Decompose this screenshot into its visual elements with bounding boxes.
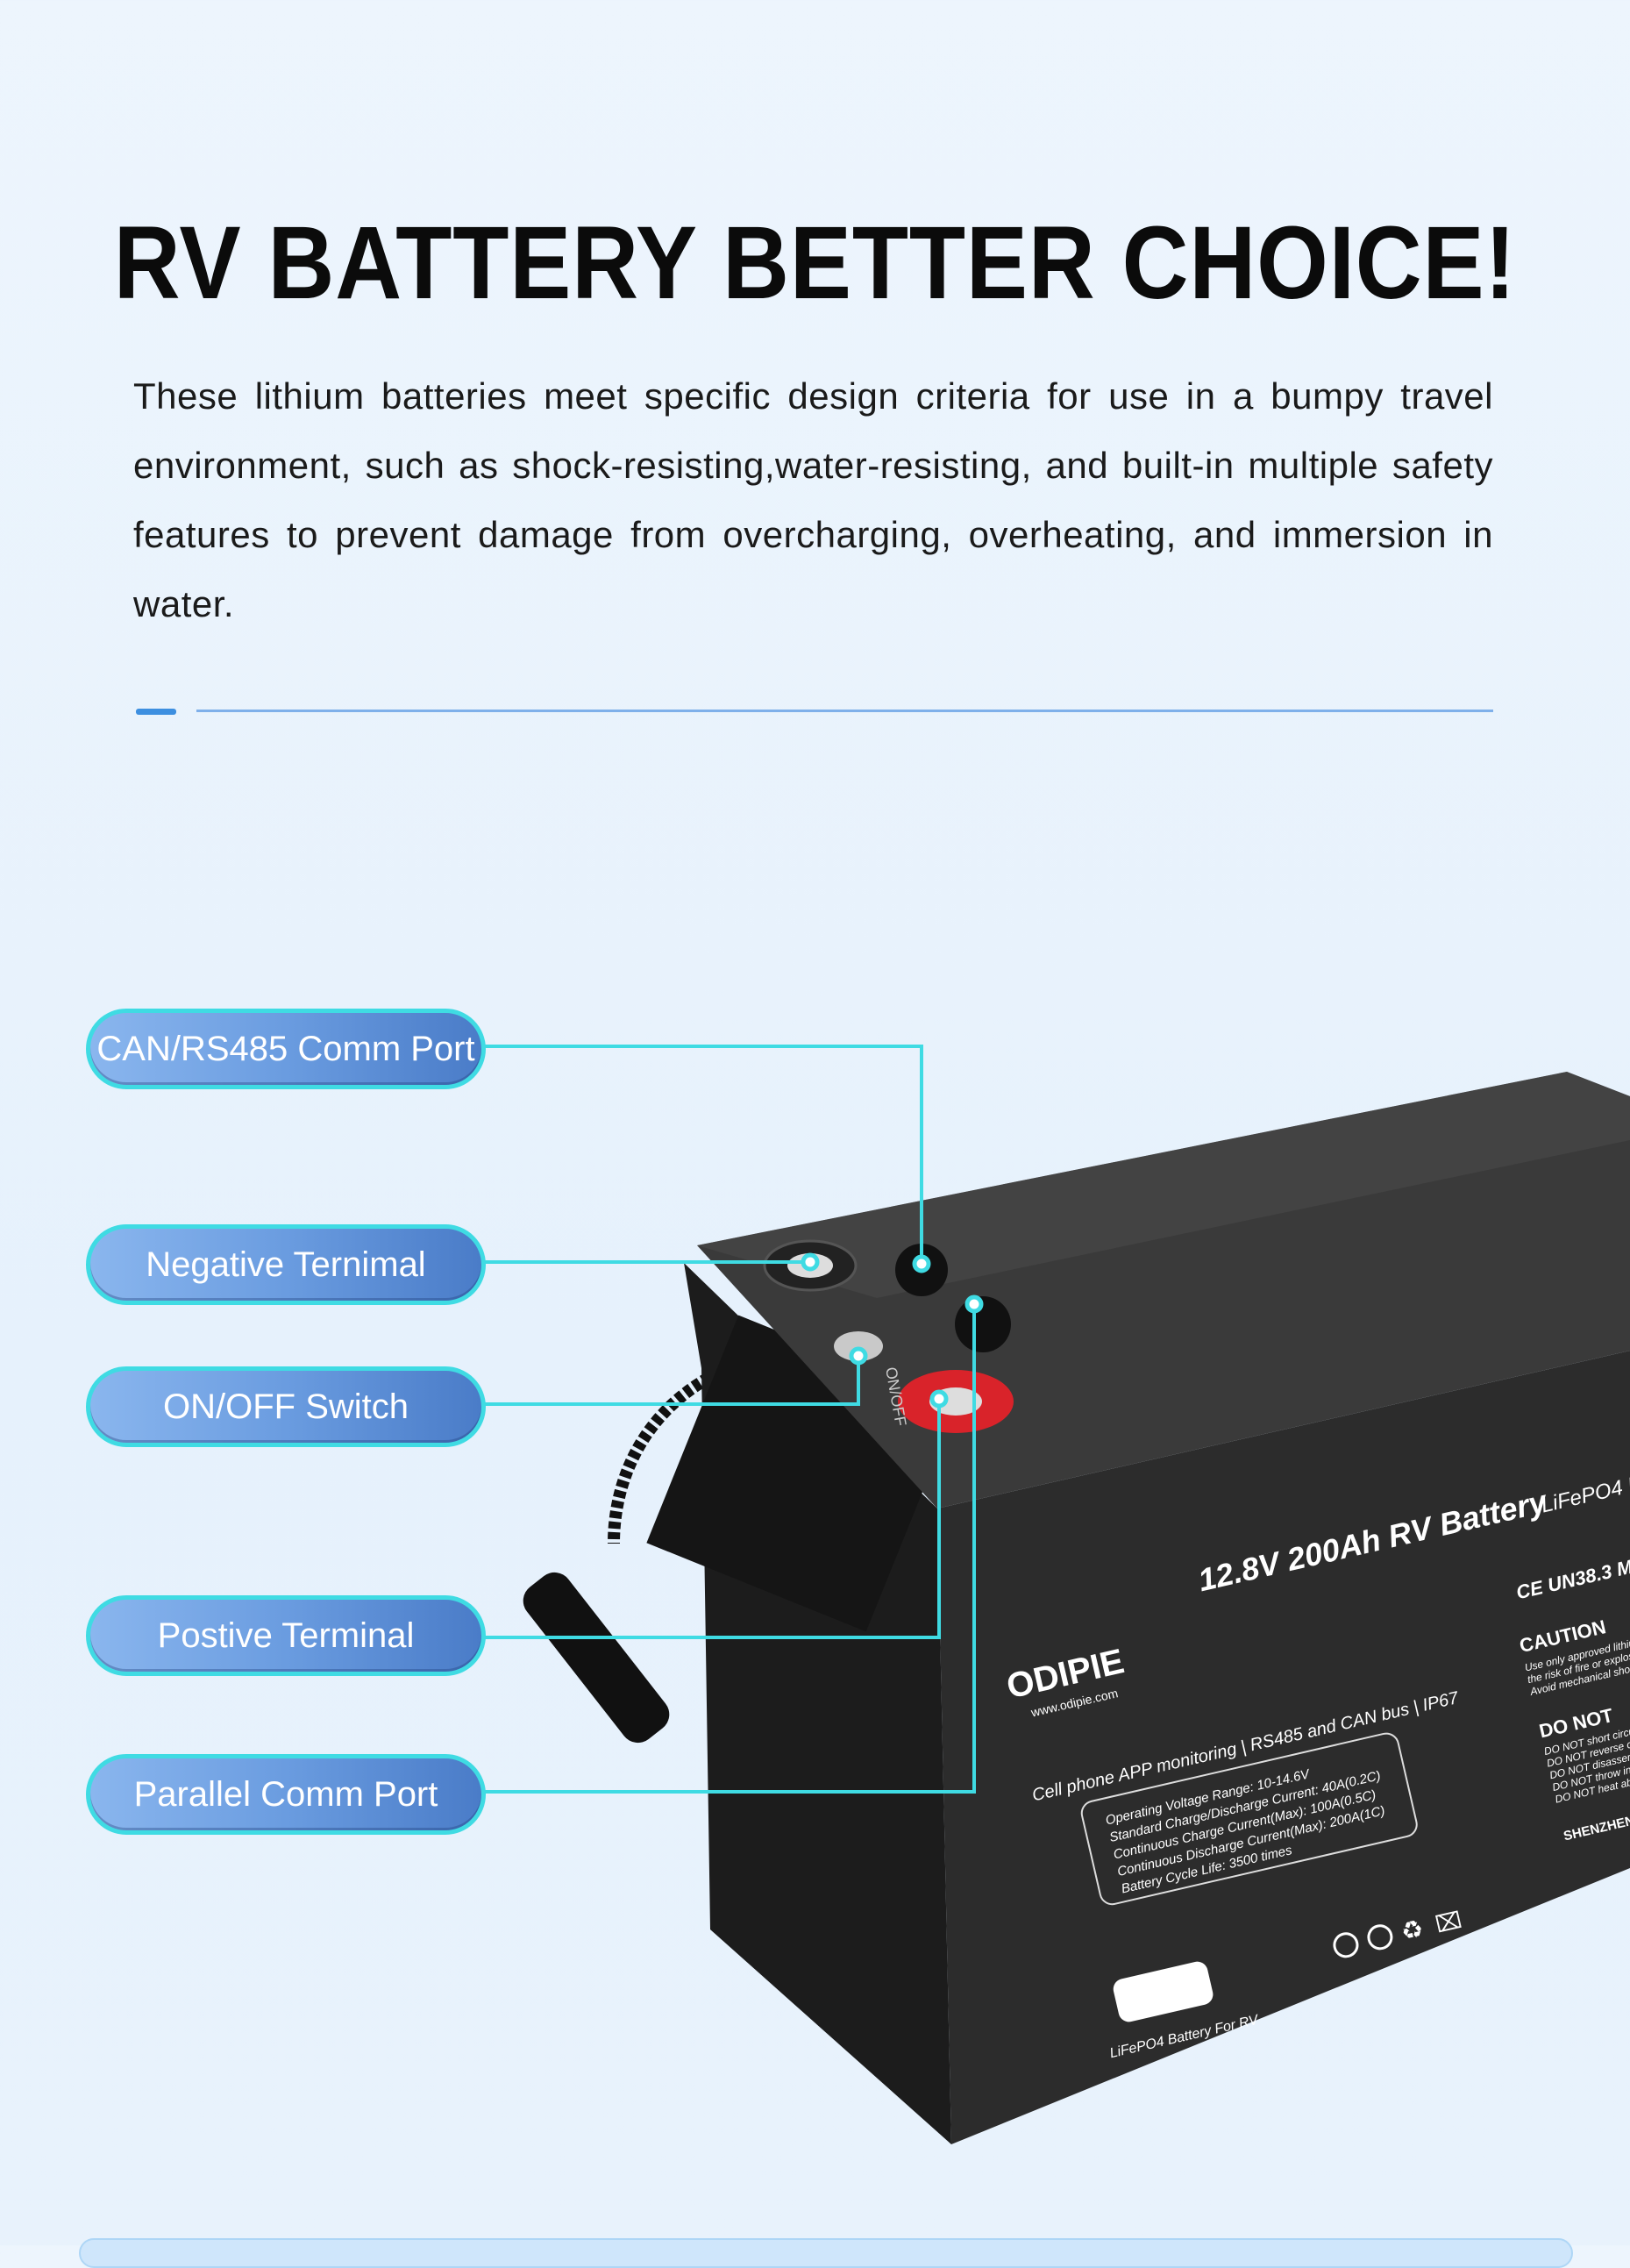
spec-box — [1080, 1732, 1418, 1906]
dot-can — [912, 1254, 931, 1273]
description: These lithium batteries meet specific de… — [133, 375, 1493, 624]
page-title: RV BATTERY BETTER CHOICE! — [113, 205, 1517, 321]
rv-icon — [1113, 1961, 1214, 2022]
dot-parallel — [964, 1294, 984, 1314]
callout-positive-terminal: Postive Terminal — [86, 1595, 486, 1676]
divider-line — [196, 710, 1493, 712]
connector-parallel — [484, 1304, 976, 1794]
dot-negative — [801, 1252, 820, 1272]
on-off-switch — [834, 1331, 883, 1361]
callout-parallel-comm-port: Parallel Comm Port — [86, 1754, 486, 1835]
handle-grip — [523, 1572, 670, 1744]
callout-on-off-switch: ON/OFF Switch — [86, 1366, 486, 1447]
connector-lines — [484, 1045, 976, 1794]
bin-icon: ⌧ — [1433, 1907, 1464, 1938]
dot-switch — [849, 1346, 868, 1366]
safety-icon — [1333, 1932, 1359, 1958]
connector-positive — [484, 1399, 941, 1639]
callout-can-rs485-comm-port: CAN/RS485 Comm Port — [86, 1009, 486, 1089]
battery-front-face — [937, 1351, 1630, 2144]
divider-accent — [136, 709, 176, 715]
fire-icon — [1367, 1924, 1393, 1951]
dot-positive — [929, 1389, 949, 1409]
next-section-edge — [79, 2238, 1573, 2268]
callout-negative-terminal: Negative Ternimal — [86, 1224, 486, 1305]
connector-switch — [484, 1356, 860, 1406]
connector-can — [484, 1045, 923, 1264]
